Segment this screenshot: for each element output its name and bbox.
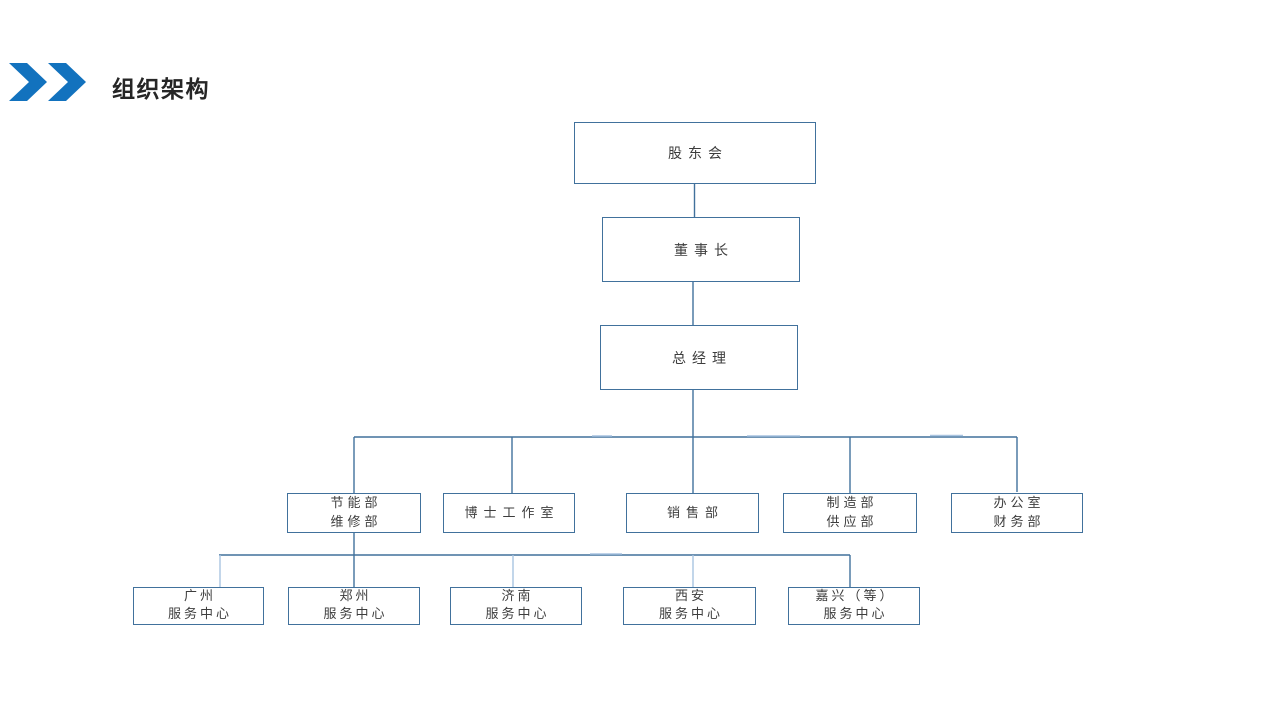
org-node-chairman: 董事长 (602, 217, 800, 282)
node-label: 财务部 (993, 515, 1045, 530)
node-label: 制造部 (826, 496, 878, 511)
org-node-jiaxing-center: 嘉兴（等） 服务中心 (788, 587, 920, 625)
node-label: 济南 (501, 589, 534, 604)
node-label: 董事长 (674, 242, 734, 259)
org-node-zhengzhou-center: 郑州 服务中心 (288, 587, 420, 625)
page-title: 组织架构 (112, 77, 210, 103)
node-label: 服务中心 (167, 607, 232, 622)
org-node-shareholders: 股东会 (574, 122, 816, 184)
org-node-office-finance: 办公室 财务部 (951, 493, 1083, 533)
node-label: 博士工作室 (464, 505, 560, 521)
node-label: 办公室 (993, 496, 1045, 511)
org-node-xian-center: 西安 服务中心 (623, 587, 756, 625)
node-label: 嘉兴（等） (815, 589, 896, 604)
org-node-general-manager: 总经理 (600, 325, 798, 390)
node-label: 服务中心 (658, 607, 723, 622)
node-label: 节能部 (330, 496, 382, 511)
org-node-energy-maintenance: 节能部 维修部 (287, 493, 421, 533)
node-label: 总经理 (672, 350, 732, 367)
node-label: 股东会 (668, 146, 728, 162)
node-label: 广州 (183, 589, 216, 604)
org-node-doctor-studio: 博士工作室 (443, 493, 575, 533)
chevron-svg (9, 63, 86, 101)
node-label: 供应部 (826, 515, 878, 530)
node-label: 西安 (674, 589, 707, 604)
node-label: 维修部 (330, 515, 382, 530)
org-node-sales-dept: 销售部 (626, 493, 759, 533)
double-chevron-icon (8, 63, 86, 101)
node-label: 服务中心 (323, 607, 388, 622)
node-label: 服务中心 (823, 607, 888, 622)
node-label: 郑州 (339, 589, 372, 604)
node-label: 服务中心 (485, 607, 550, 622)
node-label: 销售部 (666, 505, 724, 521)
org-node-jinan-center: 济南 服务中心 (450, 587, 582, 625)
org-node-guangzhou-center: 广州 服务中心 (133, 587, 264, 625)
org-node-manufacture-supply: 制造部 供应部 (783, 493, 917, 533)
